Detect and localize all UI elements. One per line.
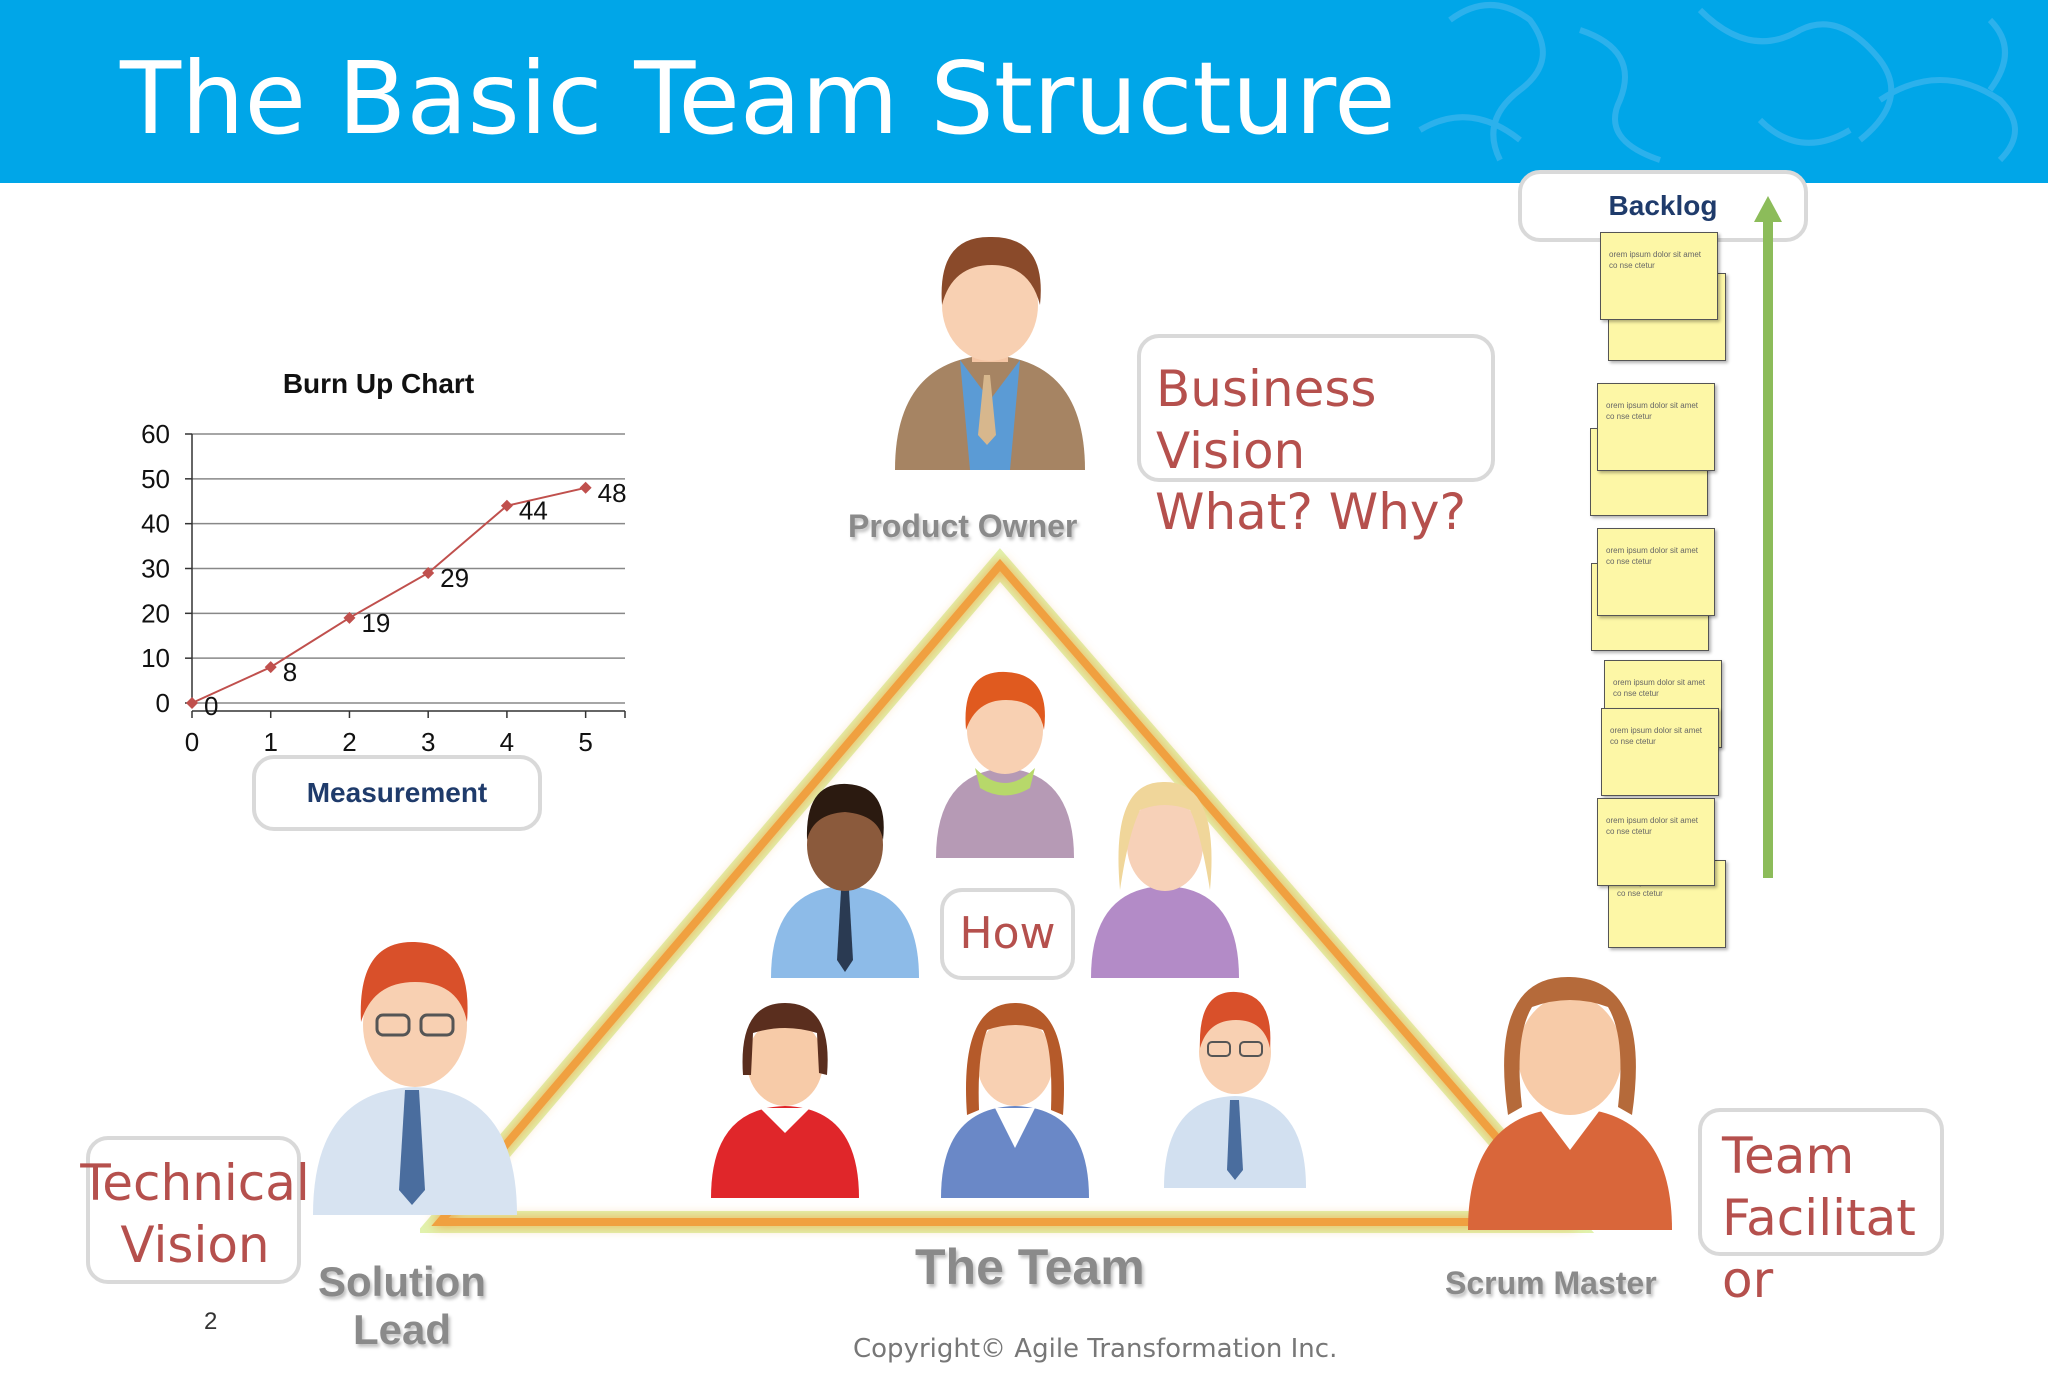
data-point [343,611,356,624]
note-text: orem ipsum dolor sit amet co nse ctetur [1613,678,1706,698]
backlog-label: Backlog [1608,190,1718,221]
data-point [500,499,513,512]
x-tick-label: 5 [578,727,592,757]
team-facilitator-text: Team Facilitat or [1722,1125,1916,1311]
note-text: orem ipsum dolor sit amet co nse ctetur [1606,401,1699,421]
measurement-label: Measurement [306,777,488,808]
how-callout: How [940,888,1075,980]
data-label: 0 [204,691,218,721]
business-vision-text: Business Vision [1156,360,1377,480]
y-tick-label: 10 [141,643,170,673]
solution-lead-line: Lead [352,1306,451,1353]
solution-lead-line: Solution [318,1258,486,1305]
team-member-avatar [711,1003,859,1198]
data-label: 44 [519,496,548,526]
note-text: orem ipsum dolor sit amet co nse ctetur [1609,250,1702,270]
note-text: orem ipsum dolor sit amet co nse ctetur [1610,726,1703,746]
team-facilitator-line: or [1722,1251,1774,1309]
y-tick-label: 50 [141,464,170,494]
team-label: The Team [915,1239,1145,1295]
y-tick-label: 0 [156,688,170,718]
data-label: 29 [440,563,469,593]
data-label: 48 [598,478,627,508]
x-tick-label: 3 [421,727,435,757]
note-text: orem ipsum dolor sit amet co nse ctetur [1606,546,1699,566]
product-owner-avatar [895,236,1085,470]
chart-title: Burn Up Chart [283,368,474,399]
data-point [579,481,592,494]
team-member-avatar [771,783,919,978]
data-point [186,697,198,709]
team-facilitator-line: Team [1722,1127,1855,1185]
page-number: 2 [204,1308,218,1335]
x-tick-label: 1 [263,727,277,757]
y-tick-label: 20 [141,598,170,628]
y-tick-label: 40 [141,509,170,539]
backlog-note: orem ipsum dolor sit amet co nse ctetur [1597,798,1715,886]
team-facilitator-callout: Team Facilitat or [1698,1108,1944,1309]
data-point [264,661,277,674]
slide-title: The Basic Team Structure [120,40,1396,157]
y-tick-label: 60 [141,419,170,449]
business-vision-callout: Business Vision [1137,334,1495,482]
what-why-text: What? Why? [1155,483,1467,541]
how-text: How [959,908,1056,959]
title-banner: The Basic Team Structure [0,0,2048,183]
x-tick-label: 0 [185,727,199,757]
series-line [191,486,586,704]
backlog-callout: Backlog [1518,170,1808,242]
technical-vision-text: Technical Vision [80,1154,310,1274]
data-label: 19 [361,608,390,638]
copyright-text: Copyright© Agile Transformation Inc. [853,1334,1338,1364]
technical-vision-callout: Technical Vision [80,1136,310,1284]
scrum-master-avatar [1468,976,1672,1230]
measurement-callout: Measurement [252,755,542,831]
backlog-note: orem ipsum dolor sit amet co nse ctetur [1597,383,1715,471]
puzzle-pattern-icon [1418,2,2018,163]
backlog-note: orem ipsum dolor sit amet co nse ctetur [1600,232,1718,320]
team-triangle [420,548,1595,1233]
solution-lead-label: Solution Lead [318,1258,486,1354]
team-member-avatar [936,671,1074,858]
team-member-avatar [1164,991,1306,1188]
x-tick-label: 2 [342,727,356,757]
y-tick-label: 30 [141,554,170,584]
team-facilitator-line: Facilitat [1722,1189,1916,1247]
note-text: orem ipsum dolor sit amet co nse ctetur [1606,816,1699,836]
backlog-note: orem ipsum dolor sit amet co nse ctetur [1601,708,1719,796]
x-tick-label: 4 [500,727,514,757]
team-member-avatar [1091,781,1239,978]
solution-lead-avatar [313,941,517,1215]
data-point [422,566,435,579]
priority-arrow-icon [1754,196,1782,878]
team-member-avatar [941,1003,1089,1198]
data-label: 8 [283,657,297,687]
backlog-note: orem ipsum dolor sit amet co nse ctetur [1597,528,1715,616]
product-owner-label: Product Owner [848,508,1078,544]
scrum-master-label: Scrum Master [1445,1265,1657,1301]
